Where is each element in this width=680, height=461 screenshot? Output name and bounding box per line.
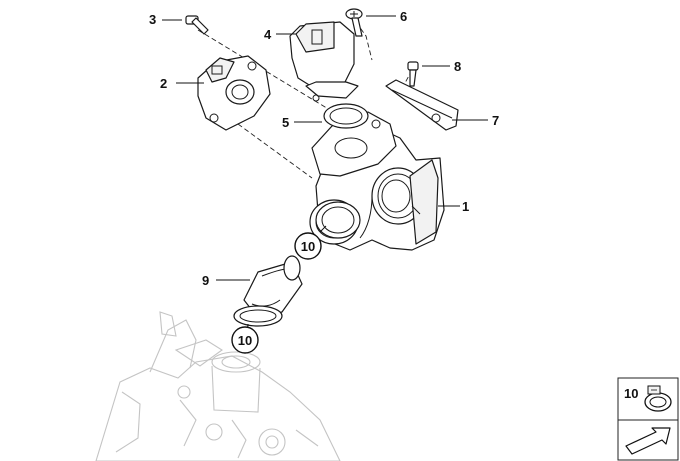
callout-6: 6 [400,9,407,24]
callout-10-lower-circle [231,326,259,354]
callout-5: 5 [282,115,289,130]
hose-clamp-icon [644,385,672,412]
part-8-screw[interactable] [407,61,419,87]
callout-7: 7 [492,113,499,128]
part-10-clamp-upper[interactable] [315,201,361,239]
leader-lines [162,15,488,353]
callout-2: 2 [160,76,167,91]
part-9-hose[interactable] [243,255,303,319]
callout-10-upper-circle [294,232,322,260]
part-6-screw[interactable] [345,8,363,37]
legend-item-number: 10 [624,386,638,401]
legend-panel: 10 [617,377,679,461]
callouts: 3 2 4 5 6 8 7 1 9 10 10 [149,9,499,354]
part-4-valve[interactable] [289,21,359,102]
part-7-bracket[interactable] [385,79,459,131]
part-2-sensor[interactable] [197,55,271,131]
part-5-gasket[interactable] [323,103,369,129]
callout-9: 9 [202,273,209,288]
callout-10-upper: 10 [301,239,315,254]
callout-4: 4 [264,27,272,42]
part-10-clamp-lower[interactable] [233,305,283,327]
callout-10-lower: 10 [238,333,252,348]
arrow-icon [625,427,671,455]
callout-1: 1 [462,199,469,214]
part-3-screw[interactable] [185,15,209,35]
callout-8: 8 [454,59,461,74]
engine-block-ghost [95,311,341,461]
callout-3: 3 [149,12,156,27]
